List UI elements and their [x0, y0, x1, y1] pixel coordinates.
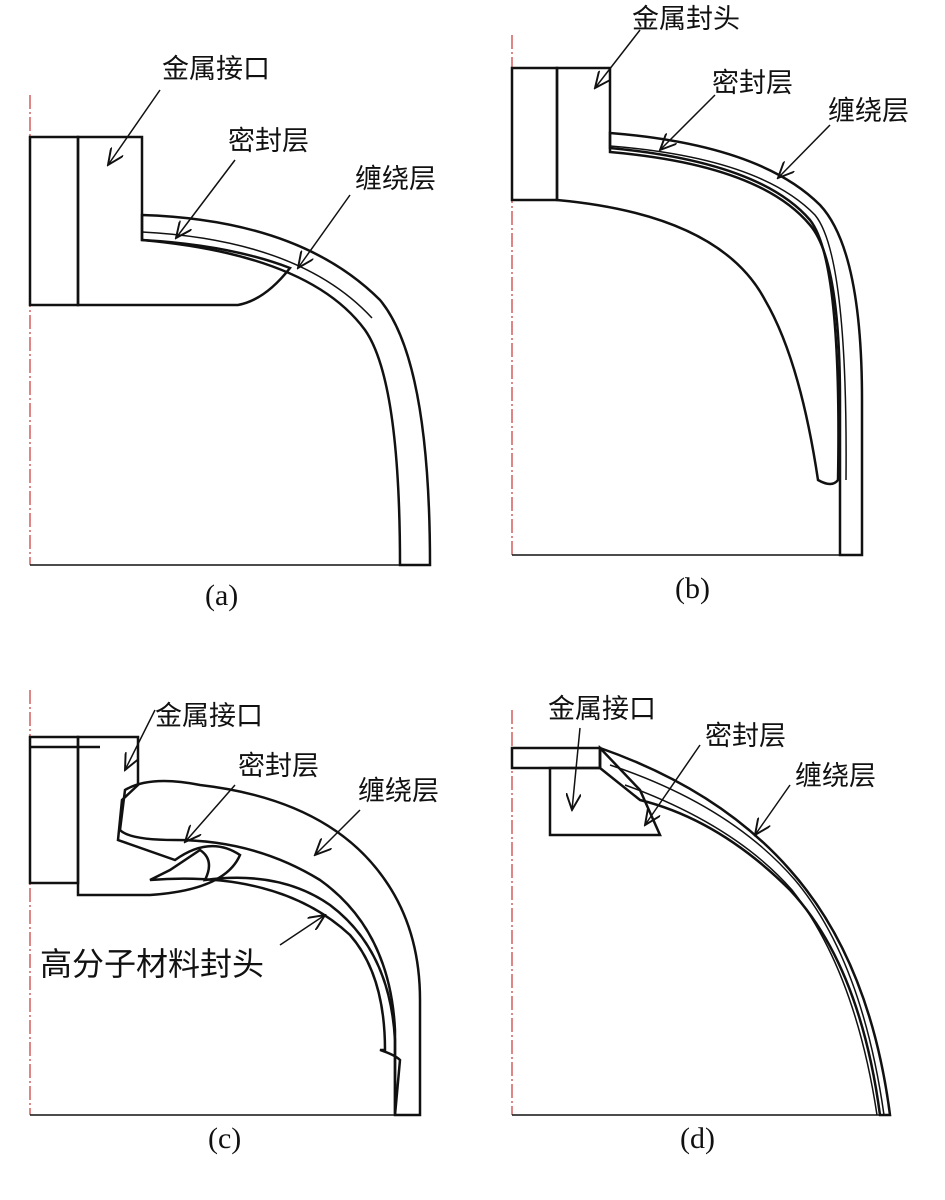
metal-port [76, 735, 242, 897]
label-winding: 缠绕层 [355, 164, 436, 195]
bore-opening [28, 135, 80, 307]
caption: (c) [208, 1122, 241, 1155]
leader-arrow [279, 915, 325, 946]
leader-arrow [778, 124, 831, 178]
label-metal: 金属接口 [548, 694, 656, 725]
label-metal: 金属接口 [155, 701, 263, 732]
leader-arrow [660, 94, 716, 150]
bore-opening [510, 746, 602, 770]
leader-arrow [595, 29, 641, 88]
polymer-head [149, 848, 402, 1116]
winding-layer [140, 213, 432, 567]
leader-arrow [572, 727, 580, 810]
caption: (d) [680, 1122, 715, 1155]
winding-layer [608, 131, 864, 557]
bore-opening [28, 735, 80, 885]
label-winding: 缠绕层 [795, 761, 876, 792]
winding-layer [118, 779, 422, 1117]
panel-b: 金属封头 密封层 缠绕层 (b) [510, 4, 909, 605]
bore-opening [510, 66, 559, 202]
label-seal: 密封层 [228, 126, 309, 157]
label-polymer-head: 高分子材料封头 [40, 945, 264, 983]
leader-arrow [315, 809, 361, 855]
caption: (b) [675, 572, 710, 605]
caption: (a) [205, 579, 238, 612]
leader-arrow [176, 159, 236, 238]
seal-layer-inner [624, 784, 878, 1116]
panel-d: 金属接口 密封层 缠绕层 (d) [510, 694, 892, 1155]
leader-arrow [298, 194, 351, 268]
winding-layer [598, 746, 892, 1117]
label-metal: 金属接口 [162, 54, 270, 85]
label-winding: 缠绕层 [828, 96, 909, 127]
metal-head [555, 66, 840, 486]
label-seal: 密封层 [238, 751, 319, 782]
leader-arrow [755, 784, 791, 835]
label-seal: 密封层 [712, 68, 793, 99]
seal-layer [609, 764, 885, 1116]
panel-a: 金属接口 密封层 缠绕层 (a) [28, 54, 436, 612]
leader-arrow [125, 709, 156, 770]
label-winding: 缠绕层 [358, 776, 439, 807]
seal-layer [609, 145, 847, 481]
label-metal: 金属封头 [632, 4, 740, 35]
panel-c: 金属接口 密封层 缠绕层 高分子材料封头 (c) [28, 690, 439, 1155]
label-seal: 密封层 [705, 721, 786, 752]
leader-arrow [108, 89, 161, 165]
leader-arrow [645, 744, 701, 825]
leader-arrow [185, 784, 236, 842]
